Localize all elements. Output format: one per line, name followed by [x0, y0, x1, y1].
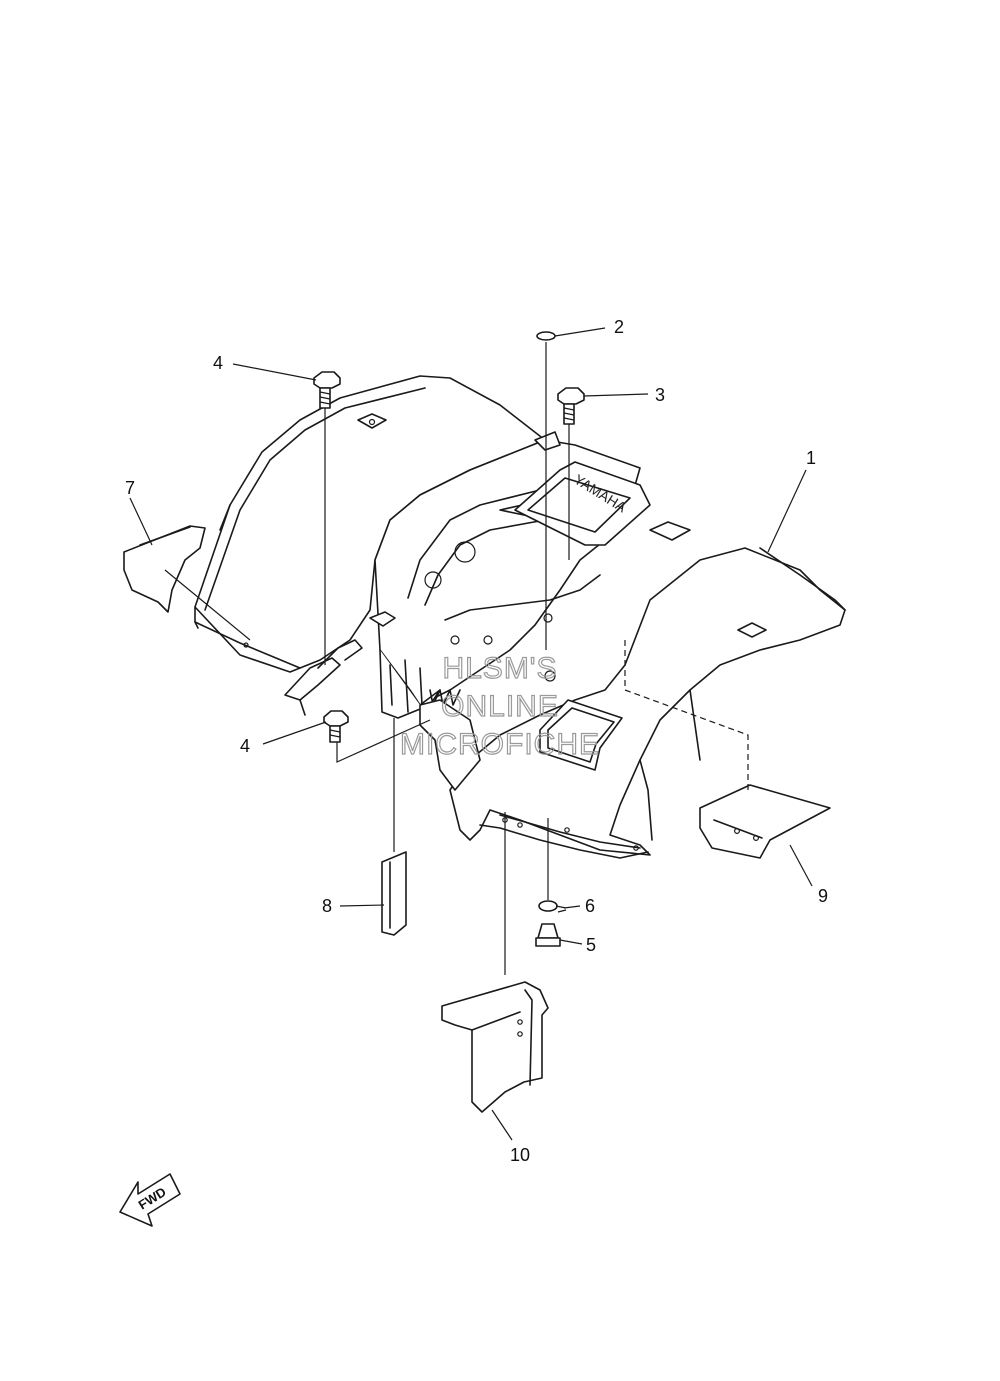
cover-part-10: [441, 981, 549, 1113]
strip-part-8: [381, 851, 407, 936]
bolt-part-3: [557, 387, 585, 425]
callout-1: 1: [806, 448, 816, 468]
callout-9: 9: [818, 886, 828, 906]
callout-8: 8: [322, 896, 332, 916]
callout-6: 6: [585, 896, 595, 916]
assembly-line-4-lower: [336, 719, 431, 763]
callout-4-upper: 4: [213, 353, 223, 373]
assembly-line-7: [164, 569, 251, 641]
svg-text:ONLINE: ONLINE: [441, 690, 559, 723]
fwd-arrow-icon: FWD: [119, 1173, 181, 1227]
callout-7: 7: [125, 478, 135, 498]
protector-part-7: [123, 525, 206, 613]
bolt-part-4-lower: [323, 710, 349, 743]
svg-text:MICROFICHE: MICROFICHE: [400, 728, 600, 761]
clip-part-6: [538, 900, 567, 913]
rear-fender: [194, 375, 846, 859]
callout-3: 3: [655, 385, 665, 405]
assembly-line-9: [624, 640, 749, 790]
callout-5: 5: [586, 935, 596, 955]
cover-part-9: [699, 784, 831, 859]
svg-text:HLSM'S: HLSM'S: [442, 652, 557, 685]
nut-part-5: [535, 923, 561, 947]
bolt-part-4-upper: [313, 371, 341, 409]
watermark: HLSM'S ONLINE MICROFICHE: [399, 651, 600, 761]
cap-part-2: [536, 331, 556, 341]
callout-2: 2: [614, 317, 624, 337]
callout-10: 10: [510, 1145, 530, 1165]
callout-4-lower: 4: [240, 736, 250, 756]
